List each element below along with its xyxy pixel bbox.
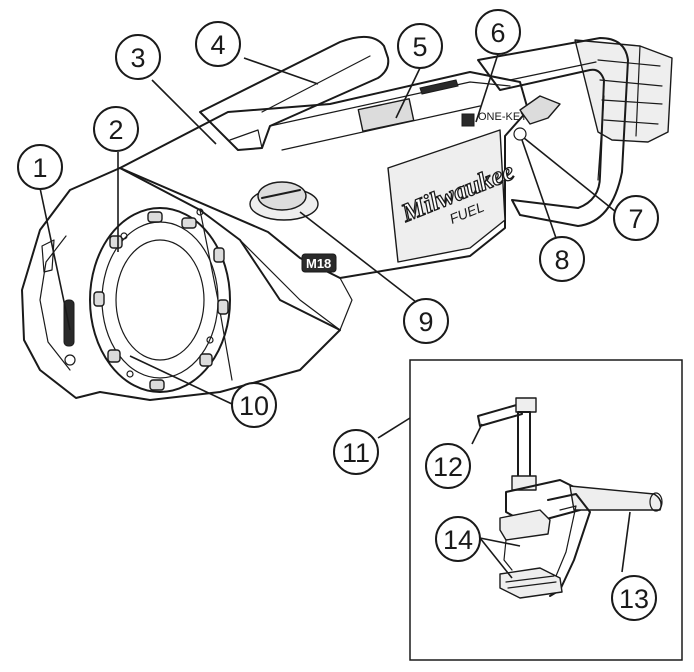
one-key-indicator [462,114,474,126]
svg-text:6: 6 [490,18,505,48]
svg-text:14: 14 [443,525,473,555]
power-threader-body: Milwaukee FUEL ONE-KEY M18 [22,37,672,400]
callout-1: 1 [18,145,62,189]
callout-5: 5 [398,24,442,68]
callout-10: 10 [232,383,276,427]
svg-text:3: 3 [130,43,145,73]
m18-badge: M18 [306,256,331,271]
callout-7: 7 [614,196,658,240]
svg-text:12: 12 [433,452,463,482]
svg-text:13: 13 [619,584,649,614]
callout-14: 14 [436,517,480,561]
callout-9: 9 [404,299,448,343]
svg-text:8: 8 [554,245,569,275]
one-key-panel [358,99,413,131]
callout-13: 13 [612,576,656,620]
callout-2: 2 [94,107,138,151]
left-housing [22,168,120,398]
svg-text:11: 11 [342,438,370,468]
svg-text:10: 10 [239,391,269,421]
svg-text:7: 7 [628,204,643,234]
callout-4: 4 [196,22,240,66]
callout-8: 8 [540,237,584,281]
die-head-lugs [94,212,228,390]
svg-text:2: 2 [108,115,123,145]
svg-text:9: 9 [418,307,433,337]
svg-text:5: 5 [412,32,427,62]
svg-text:4: 4 [210,30,225,60]
callout-6: 6 [476,10,520,54]
callout-3: 3 [116,35,160,79]
one-key-badge: ONE-KEY [478,111,528,123]
callout-11: 11 [334,430,378,474]
svg-text:1: 1 [32,153,47,183]
direction-knob[interactable] [258,182,306,210]
die-head-bore [116,240,204,360]
callout-12: 12 [426,444,470,488]
